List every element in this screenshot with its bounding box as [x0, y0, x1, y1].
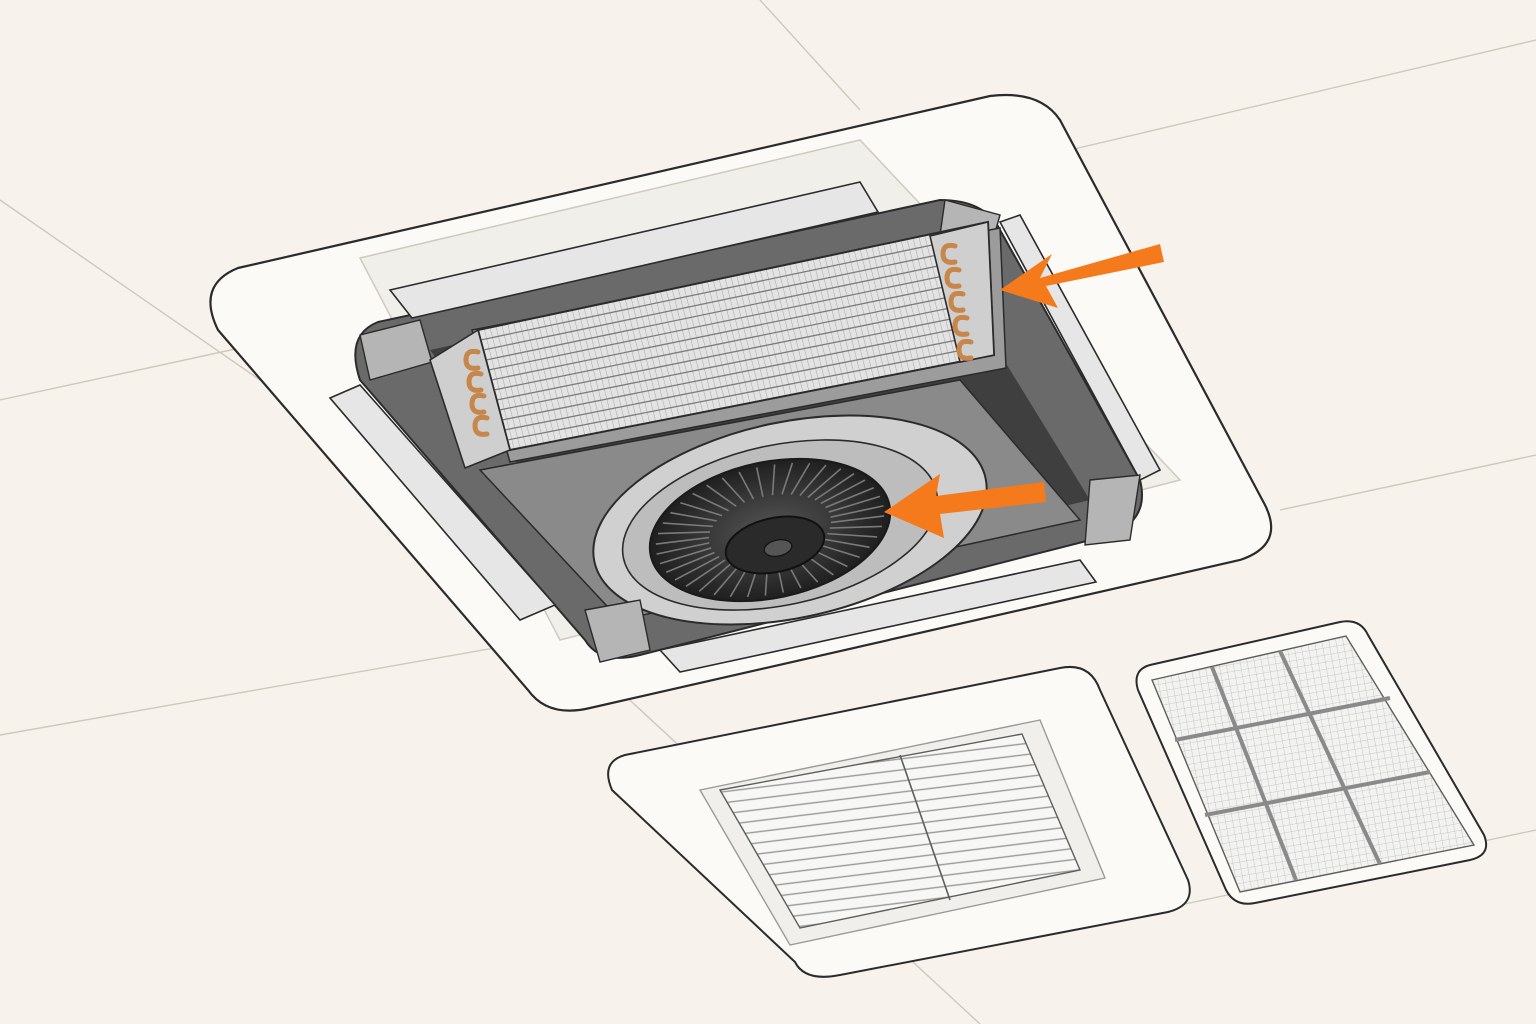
coil-tube-row [499, 310, 993, 411]
filter-ribs [1174, 650, 1431, 881]
copper-return-bend [940, 242, 958, 265]
blower-blade [665, 551, 715, 574]
coil-tube-row [496, 298, 992, 401]
copper-return-bend [952, 314, 970, 337]
coil-end-plate-left [429, 328, 511, 470]
ceiling-line [1279, 454, 1536, 511]
blower-blade [674, 555, 720, 581]
coil-tube-row [483, 243, 990, 351]
ceiling-line [0, 639, 541, 736]
ceiling-line [1069, 39, 1536, 151]
corner-bracket [584, 599, 651, 663]
blower-blade [823, 538, 870, 549]
grille-divider [899, 754, 951, 901]
blower-blade [670, 511, 717, 522]
corner-bracket [1084, 474, 1141, 546]
evaporator-coil [429, 220, 1007, 470]
blower-blade [825, 486, 875, 509]
copper-return-bend [469, 392, 487, 415]
blower-blade [685, 559, 726, 587]
coil-tube-row [485, 254, 990, 361]
blower-blade [738, 471, 755, 500]
blower-blade [657, 531, 711, 535]
blower-blade [807, 468, 842, 498]
copper-return-bend [948, 290, 966, 313]
blower-blade [829, 525, 883, 529]
blower-blade [755, 467, 764, 497]
air-filter [1135, 620, 1488, 905]
blower-blade [820, 479, 866, 505]
ceiling-line [759, 0, 861, 111]
coil-tube-row [501, 321, 993, 421]
blower-blade [706, 484, 737, 507]
intake-grille [607, 666, 1191, 978]
blower-blade [659, 547, 712, 565]
louver-flap-left [328, 384, 557, 621]
coil-tube-row [493, 287, 992, 391]
copper-return-bend [466, 370, 484, 393]
blower-blade [828, 495, 881, 513]
blower-blade [662, 522, 713, 528]
copper-return-bend [463, 348, 481, 371]
cassette-ceiling-panel [209, 93, 1273, 712]
coil-tube-row [491, 276, 991, 381]
coil-tube-row [507, 343, 994, 441]
copper-return-bend [472, 414, 490, 437]
blower-blade [656, 542, 710, 555]
blower-blade [692, 492, 729, 512]
louver-flap-bottom [658, 559, 1098, 673]
copper-return-bends-right [940, 242, 974, 361]
coil-tube-row [480, 232, 989, 341]
blower-blade [771, 464, 776, 496]
arrow-to-blower [884, 474, 1046, 538]
louver-flap-top [388, 181, 880, 319]
blower-blade [814, 473, 855, 501]
filter-rib [1278, 650, 1382, 865]
blower-blade [830, 515, 885, 524]
arrow-accent [884, 474, 1046, 538]
blower-blade [781, 462, 794, 495]
filter-rib [1204, 770, 1431, 817]
copper-return-bends-left [463, 348, 490, 437]
blower-blade [830, 505, 884, 518]
blower-blade [721, 477, 746, 503]
blower-blade [827, 532, 878, 538]
blower-blade [799, 464, 827, 497]
coil-bands [480, 232, 994, 441]
copper-return-bend [956, 338, 974, 361]
arrow-accent [1000, 244, 1164, 308]
blower-hub-cap [763, 539, 793, 557]
coil-tube-row [488, 265, 991, 371]
blower-blade [817, 543, 860, 558]
blower-blade [713, 563, 741, 596]
coil-tube-row [504, 332, 994, 431]
filter-rib [1210, 666, 1298, 881]
blower-blade [655, 536, 710, 545]
blower-blade [698, 562, 733, 592]
copper-return-bend [944, 266, 962, 289]
filter-rib [1174, 696, 1391, 742]
grille-louvers [718, 733, 1081, 929]
blower-blade [790, 462, 811, 495]
arrow-to-coil [1000, 244, 1164, 308]
blower-blade [680, 502, 723, 517]
